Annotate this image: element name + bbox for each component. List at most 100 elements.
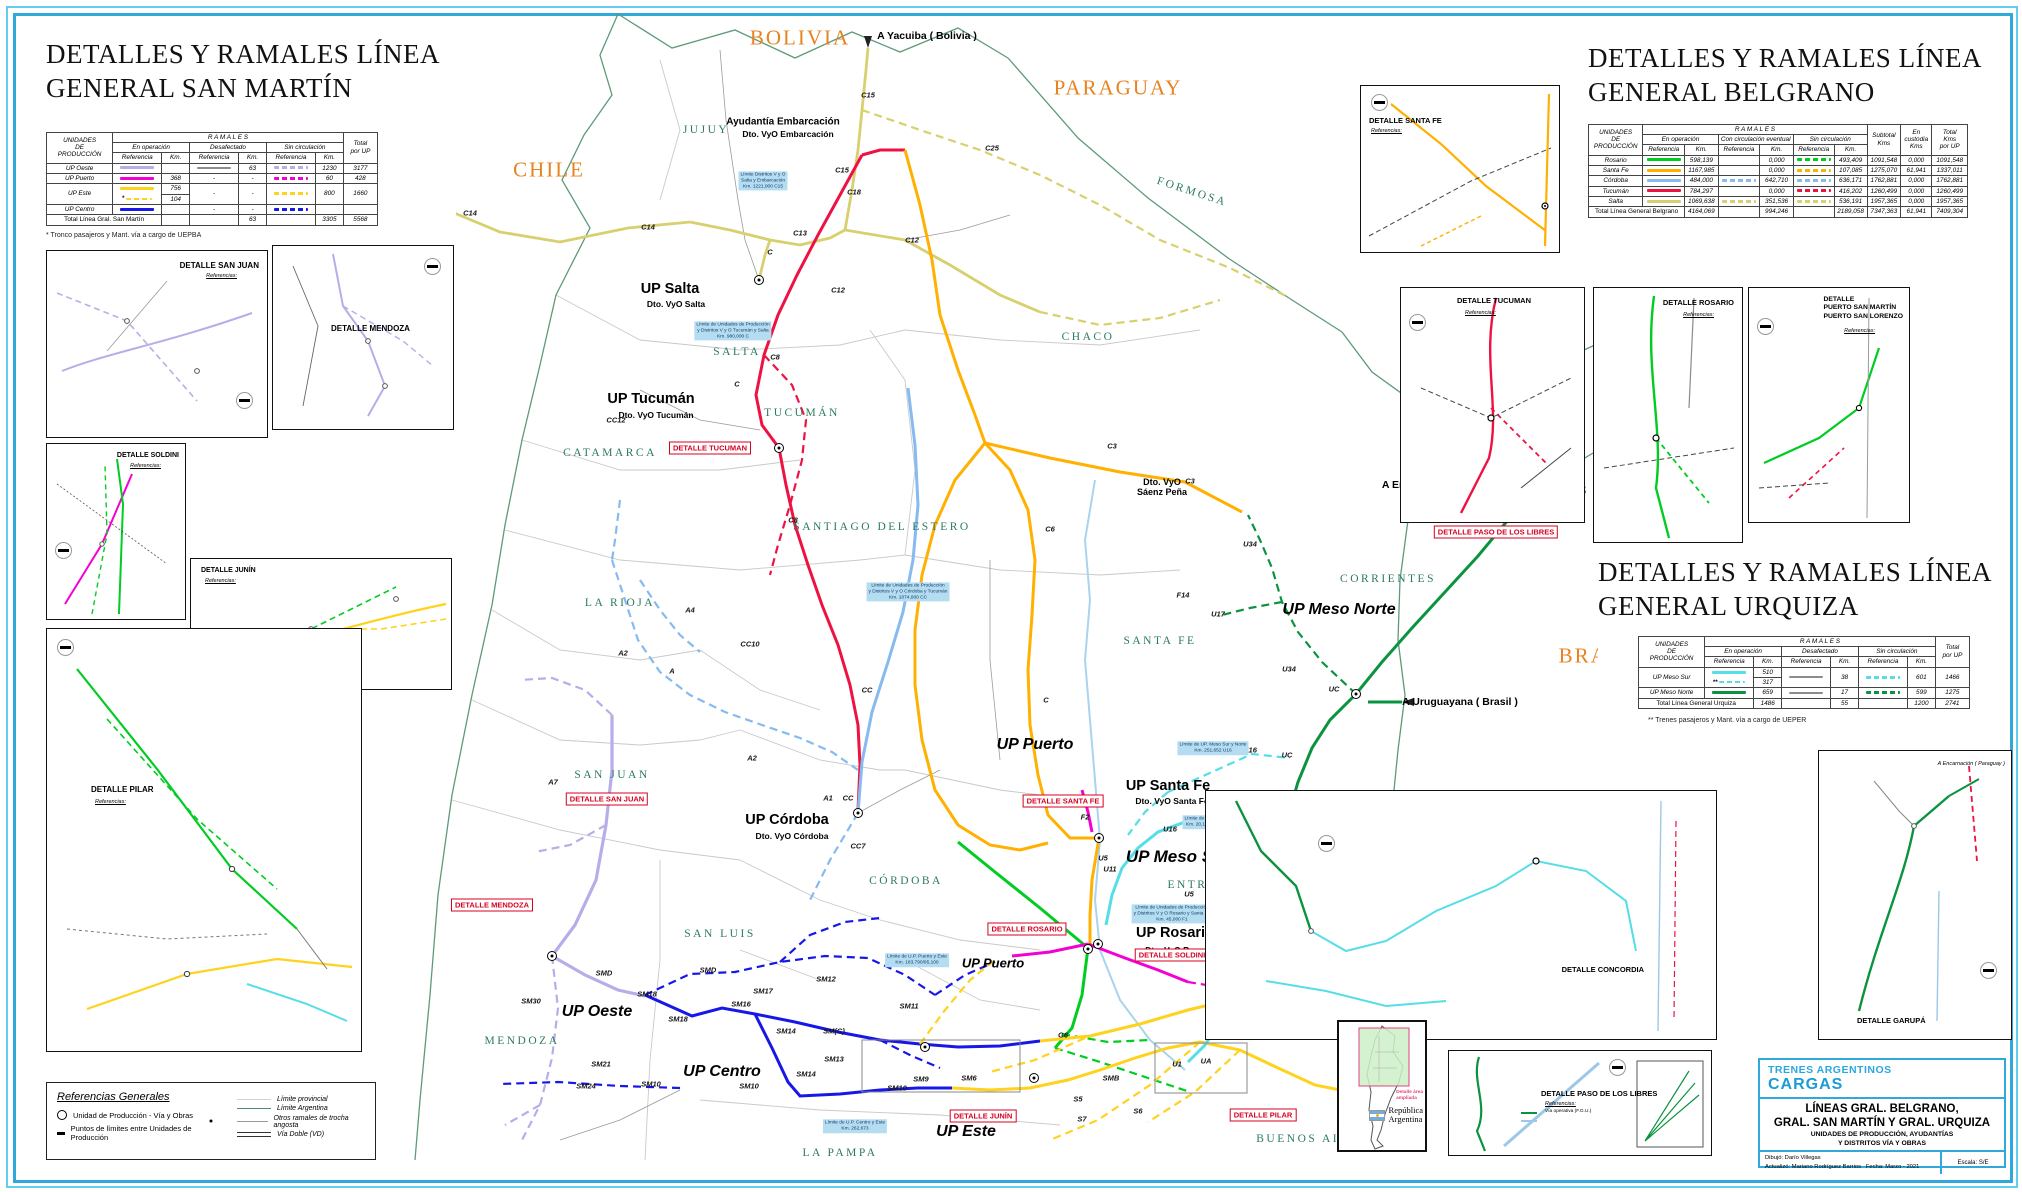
up-sub-label: Dto. VyO Córdoba	[755, 831, 829, 841]
legend-title: Referencias Generales	[57, 1091, 170, 1103]
province-label: JUJUY	[682, 124, 730, 136]
swatch-rosario-dashed	[1796, 158, 1831, 162]
up-label: UP Puerto	[961, 955, 1025, 971]
legend-line: Límite Argentina	[237, 1105, 365, 1112]
inset-argentina-map: Detalle área ampliada República Argentin…	[1337, 1020, 1427, 1152]
compass-icon	[236, 392, 253, 409]
limit-note: Límite de U.P. Centro y Este Km. 262,673	[822, 1119, 888, 1133]
swatch-salta-ev	[1721, 199, 1756, 203]
branch-code: A2	[747, 753, 757, 763]
branch-code: C3	[1185, 476, 1195, 486]
table-row: Tucumán 784,297 0,000 416,202 1260,499 0…	[1587, 185, 1968, 198]
branch-code: C	[1043, 695, 1049, 705]
branch-code: C12	[905, 235, 919, 245]
swatch-mesosur-dashed	[1865, 675, 1900, 679]
table-row: UP Meso Sur 510 38 601 1466	[1637, 666, 1971, 689]
branch-code: SM11	[899, 1001, 919, 1011]
branch-code: F2	[1080, 812, 1090, 822]
swatch-este-mixed	[126, 197, 153, 200]
up-sub-label: Dto. VyO Salta	[646, 299, 706, 309]
branch-code: C	[767, 247, 773, 257]
swatch-oeste-dashed	[273, 166, 308, 170]
province-label: CATAMARCA	[563, 447, 657, 459]
branch-code: U34	[1243, 539, 1257, 549]
table-row: UP Oeste 63 1230 3177	[45, 162, 379, 174]
railway-line-este-dashed	[919, 959, 1241, 1142]
branch-code: F14	[1176, 590, 1190, 600]
limit-point-icon	[57, 1131, 65, 1135]
swatch-rosario-solid	[1646, 158, 1681, 162]
branch-code: SM(C)	[823, 1026, 845, 1036]
branch-code: U11	[1103, 864, 1117, 874]
detail-pointer: DETALLE MENDOZA	[450, 898, 534, 912]
inset-argentina-note: Detalle área ampliada	[1396, 1090, 1423, 1101]
branch-code: C12	[831, 285, 845, 295]
up-marker	[547, 951, 557, 961]
branch-code: CC	[861, 685, 873, 695]
table-total-row: Total Línea General Belgrano 4164,069 99…	[1587, 206, 1968, 218]
narrow-gauge-branches	[559, 49, 1011, 1141]
branch-code: SM17	[753, 986, 773, 996]
up-marker	[754, 275, 764, 285]
branch-code: SM10	[887, 1083, 907, 1093]
compass-icon	[424, 258, 441, 275]
branch-code: UC	[1328, 684, 1340, 694]
table-row: Córdoba 484,000 642,710 636,171 1762,881…	[1587, 175, 1968, 187]
province-label: MENDOZA	[484, 1035, 560, 1047]
up-sub-label: Dto. VyO Santa Fe	[1135, 796, 1209, 806]
up-label: UP Puerto	[996, 736, 1074, 753]
railway-line-cordoba	[856, 387, 920, 814]
railway-line-santafe	[903, 149, 1243, 945]
up-sub-label: Ayudantía Embarcación	[726, 116, 840, 128]
railway-line-oeste-dashed	[504, 676, 613, 1141]
province-boundaries	[451, 59, 1201, 1161]
branch-code: SM18	[637, 989, 657, 999]
double-track-swatch	[237, 1132, 271, 1137]
up-label: UP Córdoba	[745, 812, 829, 828]
argentina-flag-icon	[1369, 1110, 1385, 1121]
branch-code: S7	[1077, 1114, 1087, 1124]
legend-item: Unidad de Producción - Vía y Obras	[57, 1110, 223, 1120]
branch-code: A2	[618, 648, 628, 658]
swatch-este-dashed	[273, 192, 308, 196]
up-label: UP Rosario	[1136, 925, 1214, 941]
footnote-san-martin: * Tronco pasajeros y Mant. vía a cargo d…	[46, 231, 202, 239]
up-label: UP Tucumán	[607, 391, 695, 407]
detail-pointer: DETALLE PASO DE LOS LIBRES	[1433, 525, 1559, 539]
inset-detalle-san-juan: DETALLE SAN JUAN Referencias:	[46, 250, 268, 438]
swatch-centro-dashed	[273, 207, 308, 211]
swatch-salta-solid	[1646, 199, 1681, 203]
railway-line-oeste	[550, 715, 646, 998]
up-marker	[1093, 939, 1103, 949]
swatch-santafe-solid	[1646, 168, 1681, 172]
branch-code: SM9	[913, 1074, 929, 1084]
branch-code: G6	[1057, 1030, 1069, 1040]
inset-detalle-puerto-san-martin: DETALLE PUERTO SAN MARTÍN PUERTO SAN LOR…	[1748, 287, 1910, 523]
inset-argentina-name: República Argentina	[1388, 1105, 1423, 1124]
branch-code: C18	[847, 187, 861, 197]
limit-note: Límite de Unidades de Producción y Distr…	[694, 321, 772, 341]
title-urquiza: DETALLES Y RAMALES LÍNEA GENERAL URQUIZA	[1598, 557, 1993, 621]
branch-code: A4	[685, 605, 695, 615]
branch-code: SM14	[796, 1069, 816, 1079]
railway-line-salta-dashed	[861, 108, 1291, 327]
sheet-title: LÍNEAS GRAL. BELGRANO,GRAL. SAN MARTÍN Y…	[1760, 1099, 2004, 1153]
compass-icon	[55, 542, 72, 559]
province-label: CHACO	[1061, 331, 1115, 343]
brand-line-1: TRENES ARGENTINOS	[1768, 1064, 1892, 1076]
branch-code: SM30	[521, 996, 541, 1006]
branch-code: CC	[842, 793, 854, 803]
branch-code: U1	[1172, 1059, 1182, 1069]
legend-line: Otros ramales de trocha angosta	[237, 1115, 365, 1129]
branch-code: SM12	[816, 974, 836, 984]
up-label: UP Oeste	[561, 1003, 633, 1020]
compass-icon	[1318, 835, 1335, 852]
country-label: PARAGUAY	[1053, 75, 1183, 100]
swatch-tucuman-solid	[1646, 189, 1681, 193]
limit-note: Límite de Unidades de Producción y Distr…	[866, 582, 950, 602]
up-label: UP Este	[936, 1123, 996, 1140]
railway-line-mesonorte-dashed	[1221, 514, 1357, 695]
up-label: UP Salta	[640, 281, 700, 297]
